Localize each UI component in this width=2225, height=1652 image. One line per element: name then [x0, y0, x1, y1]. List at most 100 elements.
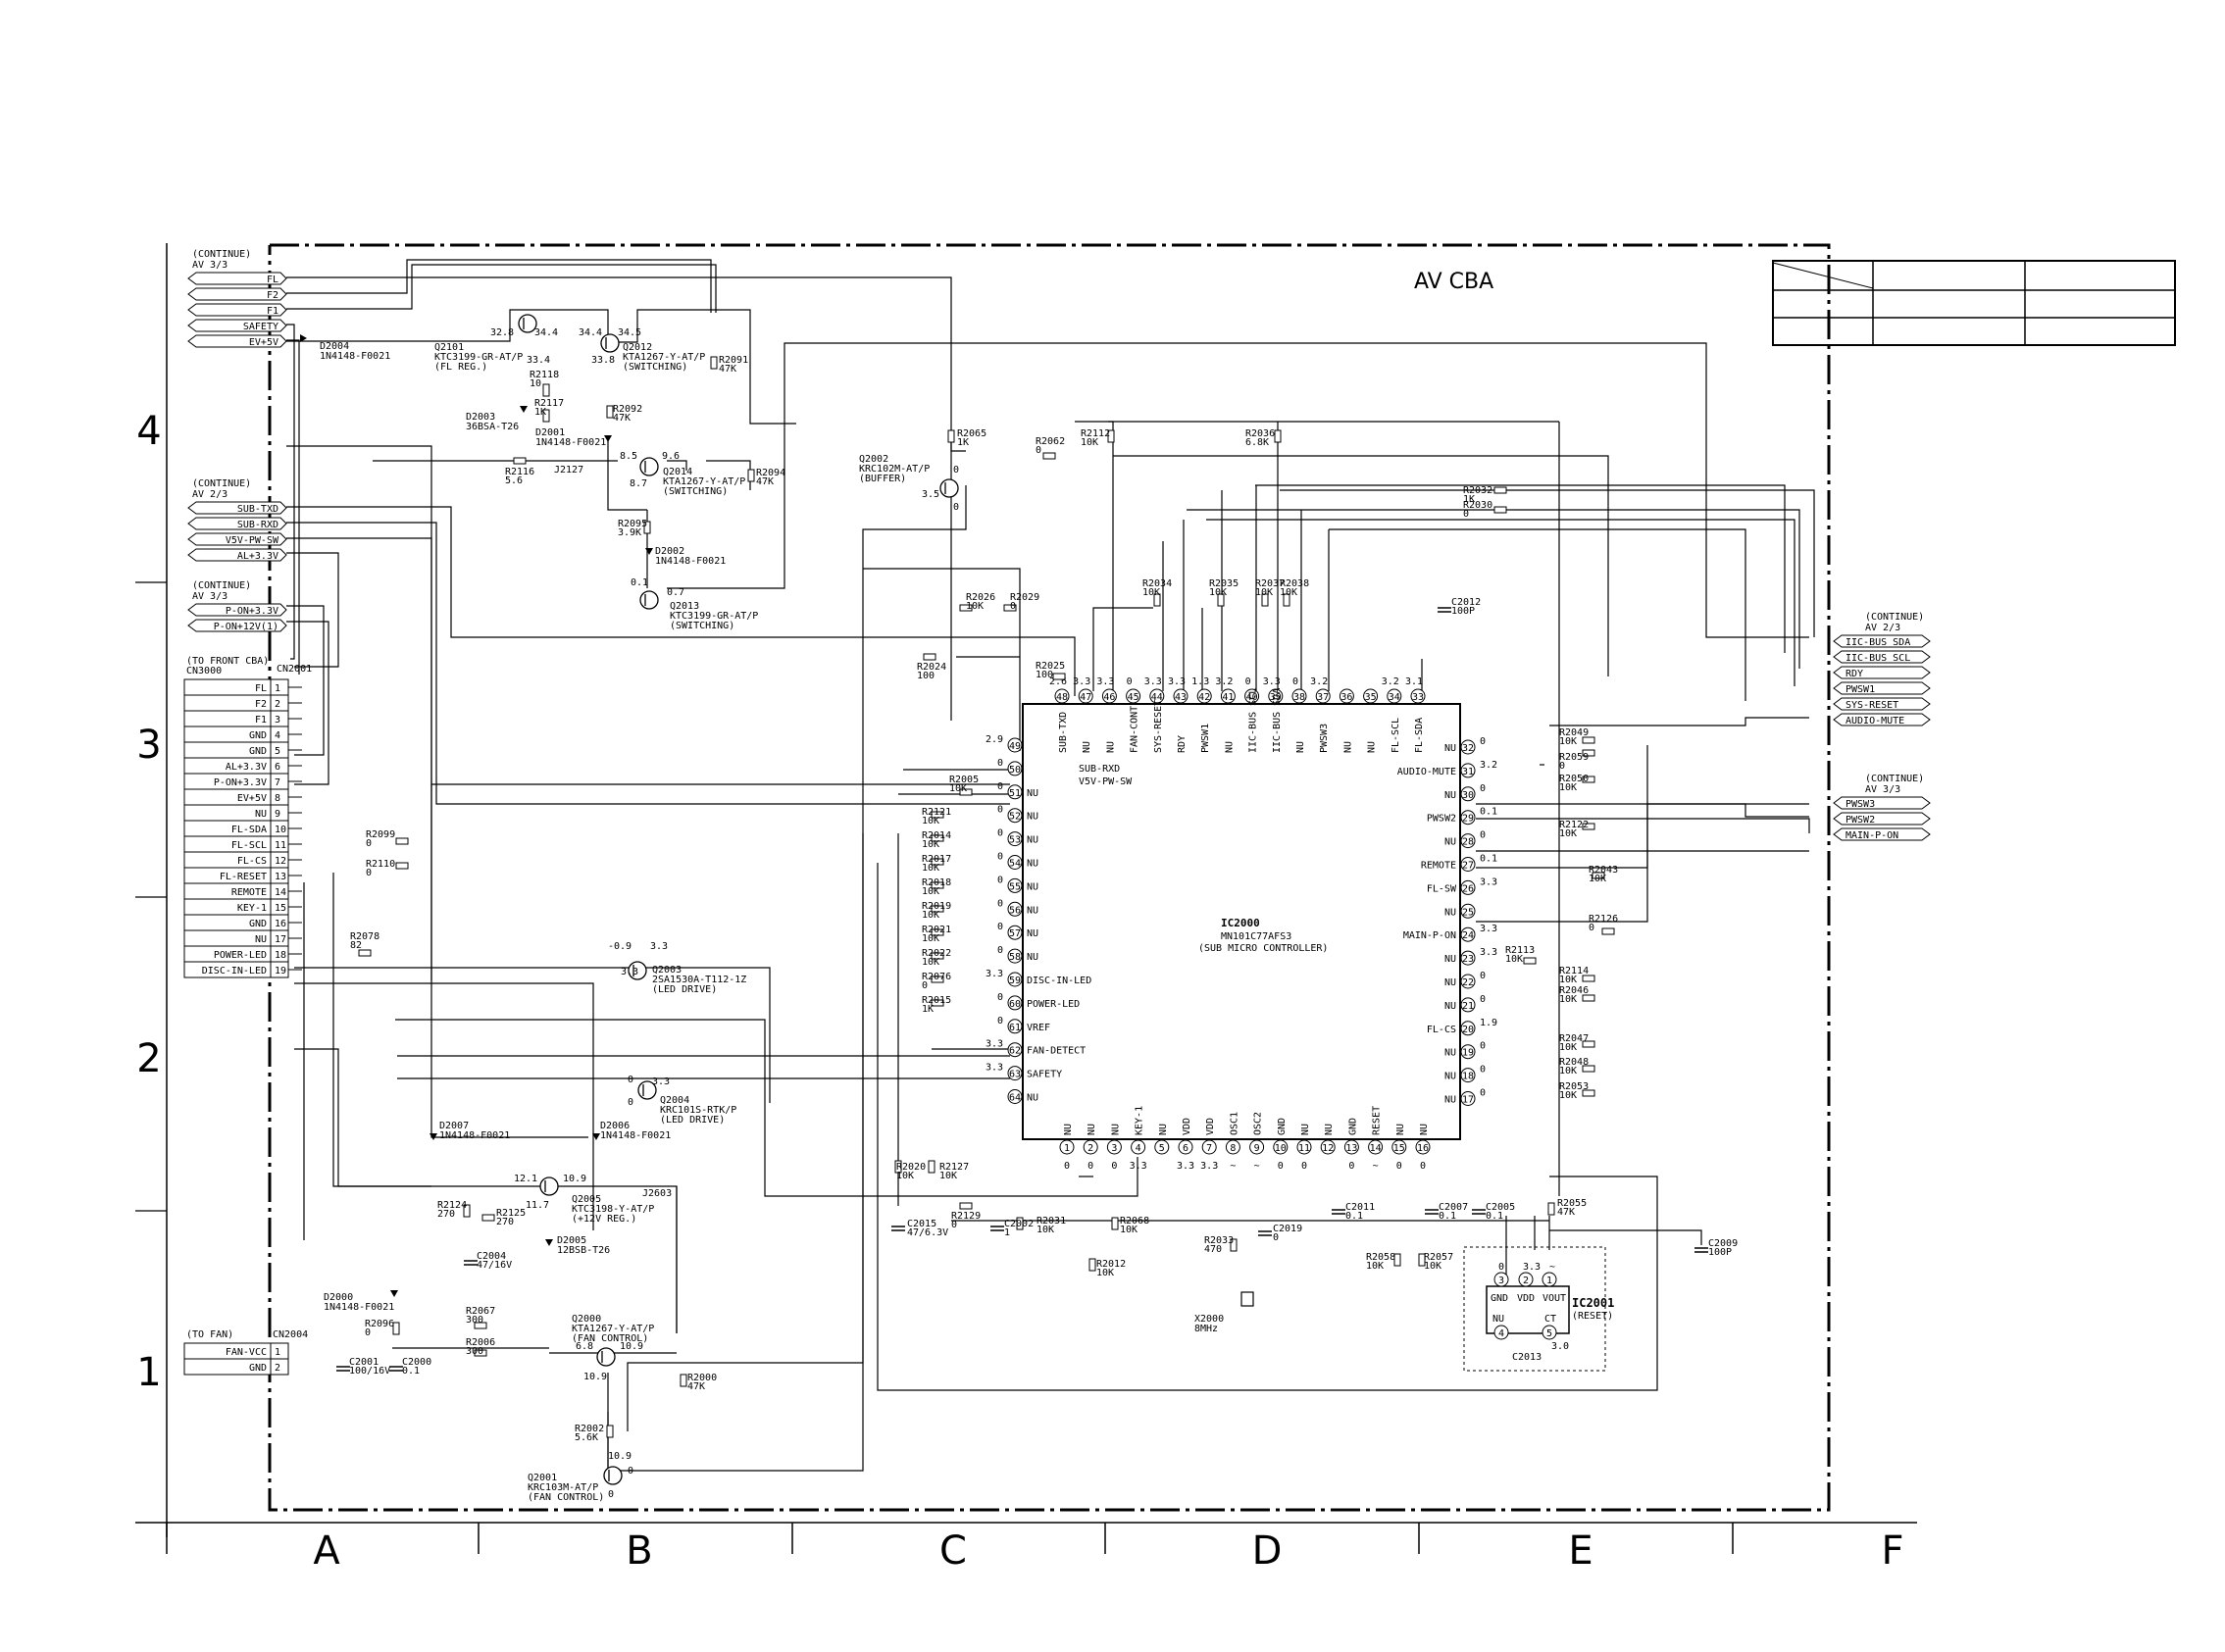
voltage-reading: 3.3	[621, 967, 638, 977]
ic-pin	[1201, 1139, 1217, 1155]
resistor-value: 10K	[1142, 587, 1160, 598]
ic2001-volt: 3.3	[1523, 1262, 1541, 1273]
jumper-ref: J2603	[642, 1188, 672, 1199]
ic-pin-label: NU	[1444, 1072, 1456, 1082]
ic-pin-label: SAFETY	[1027, 1070, 1062, 1080]
capacitor-value: 100P	[1708, 1247, 1732, 1258]
connector-signal: FAN-VCC	[226, 1347, 267, 1358]
resistor-value: 5.6K	[575, 1432, 598, 1443]
signal-label: P-ON+12V(1)	[214, 622, 278, 632]
ic-pin-voltage: 0	[997, 945, 1003, 956]
resistor-value: 10K	[922, 863, 939, 874]
ic-pin-number: 10	[1275, 1143, 1287, 1154]
ic-pin-label: SUB-TXD	[1058, 712, 1069, 753]
connector-signal: GND	[249, 1363, 267, 1374]
ic-pin	[1460, 974, 1476, 989]
resistor-value: 0	[1463, 509, 1469, 520]
ic-pin	[1178, 1139, 1193, 1155]
resistor-ref: R2024	[917, 662, 946, 673]
ic2001-pin: 2	[1523, 1276, 1529, 1286]
resistor-ref: R2025	[1036, 661, 1065, 672]
ic-pin-number: 50	[1009, 765, 1021, 776]
connector-signal: GND	[249, 746, 267, 757]
ic-pin-voltage: 3.3	[1168, 676, 1186, 687]
resistor-symbol	[931, 834, 944, 842]
ic-pin	[1460, 950, 1476, 966]
ic-pin	[1320, 1139, 1336, 1155]
zone-numbers: 4 3 2 1	[136, 409, 161, 1395]
ic-pin-number: 1	[1064, 1143, 1070, 1154]
resistor-symbol	[923, 653, 936, 661]
resistor-value: 470	[1204, 1244, 1222, 1255]
zone-letters: A B C D E F	[313, 1528, 1903, 1574]
ic-pin-number: 59	[1009, 976, 1021, 986]
resistor-symbol	[1582, 1065, 1595, 1073]
resistor-ref: R2096	[365, 1319, 394, 1329]
ic-pin-voltage: 0	[1480, 1088, 1486, 1099]
signal-label: V5V-PW-SW	[226, 535, 279, 546]
ic-pin-voltage: 0	[1480, 1041, 1486, 1052]
ic-pin-label: NU	[1444, 837, 1456, 848]
ic-pin-voltage: 0	[1480, 994, 1486, 1005]
ic-pin	[1007, 972, 1023, 987]
ic-pin	[1460, 786, 1476, 802]
resistor-ref: R2021	[922, 925, 951, 935]
resistor-value: 47K	[719, 364, 736, 375]
resistor-symbol	[606, 1425, 614, 1438]
resistor-ref: R2094	[756, 468, 785, 478]
resistor-ref: R2014	[922, 830, 951, 841]
ic-pin-label: OSC2	[1253, 1112, 1264, 1135]
connector-pin: 14	[275, 887, 286, 898]
ic-pin-number: 4	[1136, 1143, 1141, 1154]
resistor-symbol	[1582, 1040, 1595, 1048]
connector-signal: KEY-1	[237, 903, 267, 914]
resistor-value: 10K	[922, 910, 939, 921]
ic-pin-label: OSC1	[1229, 1112, 1239, 1135]
ic-pin-label: NU	[1027, 928, 1038, 939]
voltage-reading: 0	[953, 465, 959, 476]
resistor-symbol	[931, 905, 944, 913]
ic-pin	[1363, 688, 1379, 704]
ic-pin-label: NU	[1444, 1095, 1456, 1106]
ic-pin	[1173, 688, 1188, 704]
ic2001-label: NU	[1492, 1314, 1504, 1325]
zone-number: 4	[136, 409, 161, 454]
signal-connector	[1833, 650, 1931, 664]
ic-pin-voltage: 3.3	[1130, 1161, 1147, 1172]
ic-pin	[1460, 1021, 1476, 1036]
signal-label: AL+3.3V	[237, 551, 278, 562]
zone-number: 2	[136, 1036, 161, 1081]
ic-pin-number: 18	[1462, 1072, 1474, 1082]
transistor-part: KRC101S-RTK/P	[660, 1105, 736, 1116]
signal-connector	[187, 319, 287, 332]
connector-signal: EV+5V	[237, 793, 267, 804]
ic-pin	[1126, 688, 1141, 704]
ic-pin-number: 60	[1009, 999, 1021, 1010]
signal-connector	[187, 272, 287, 285]
zone-letter: E	[1568, 1528, 1593, 1574]
ic-pin-label: IIC-BUS SDA	[1272, 688, 1283, 753]
resistor-symbol	[513, 457, 527, 465]
resistor-value: 6.8K	[1245, 437, 1269, 448]
diode-ref: D2002	[655, 546, 684, 557]
capacitor-ref: C2019	[1273, 1224, 1302, 1234]
connector-signal: GND	[249, 730, 267, 741]
ic-pin-voltage: 0	[1292, 676, 1298, 687]
resistor-ref: R2037	[1255, 578, 1285, 589]
transistor-symbol	[639, 590, 659, 610]
resistor-value: 47K	[756, 476, 774, 487]
capacitor-ref: C2009	[1708, 1238, 1738, 1249]
resistor-value: 10K	[922, 816, 939, 826]
resistor-ref: R2114	[1559, 966, 1589, 976]
ic-pin-label: FAN-DETECT	[1027, 1046, 1086, 1057]
ic2001-label: VOUT	[1542, 1293, 1566, 1304]
capacitor-value: 100P	[1451, 606, 1475, 617]
resistor-ref: R2124	[437, 1200, 467, 1211]
ic-pin-voltage: 0	[1348, 1161, 1354, 1172]
crystal-value: 8MHz	[1194, 1324, 1218, 1334]
voltage-reading: 11.7	[526, 1200, 549, 1211]
ic-pin-voltage: 0	[1064, 1161, 1070, 1172]
resistor-symbol	[959, 604, 973, 612]
resistor-value: 10K	[1559, 994, 1577, 1005]
resistor-symbol	[643, 521, 651, 534]
